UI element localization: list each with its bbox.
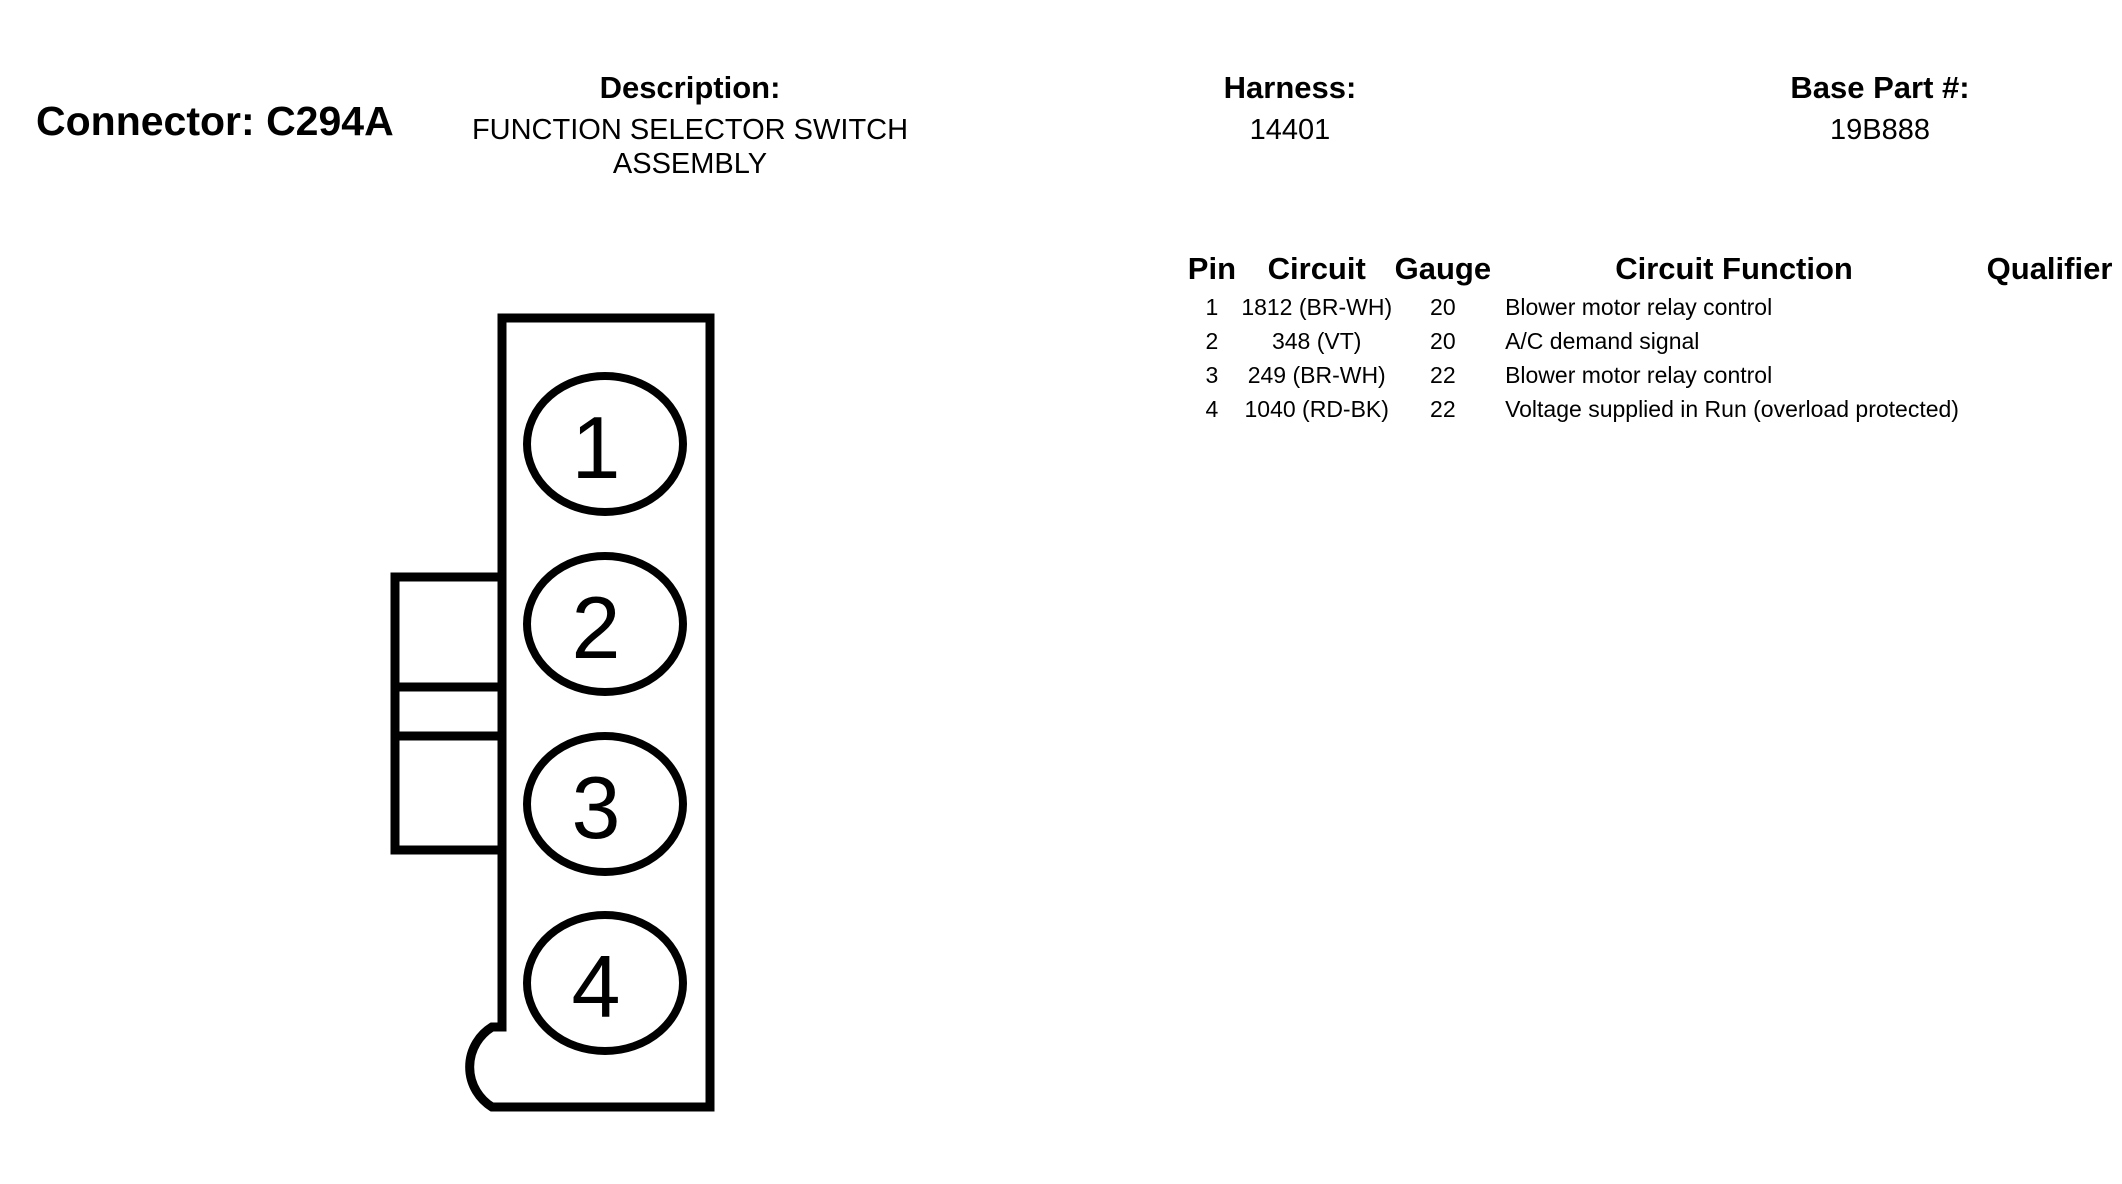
description-label: Description: — [599, 70, 781, 105]
locking-tab — [390, 572, 507, 855]
base-part-label: Base Part #: — [1790, 70, 1970, 105]
header-gauge: Gauge — [1394, 251, 1492, 286]
connector-title: Connector: C294A — [36, 98, 394, 145]
harness-label: Harness: — [1223, 70, 1357, 105]
table-row: 3 249 (BR-WH) 22 Blower motor relay cont… — [1185, 358, 2122, 392]
cell-circuit: 348 (VT) — [1271, 327, 1362, 354]
table-row: 4 1040 (RD-BK) 22 Voltage supplied in Ru… — [1185, 392, 2122, 426]
header-qualifier: Qualifier — [1986, 251, 2113, 286]
table-header-row: Pin Circuit Gauge Circuit Function Quali… — [1185, 248, 2122, 290]
cell-function: Blower motor relay control — [1505, 293, 1773, 320]
cell-gauge: 20 — [1430, 293, 1456, 320]
cell-function: A/C demand signal — [1505, 327, 1700, 354]
cell-circuit: 1812 (BR-WH) — [1241, 293, 1393, 320]
cell-function: Voltage supplied in Run (overload protec… — [1505, 395, 1959, 422]
cell-gauge: 22 — [1430, 361, 1456, 388]
cell-function: Blower motor relay control — [1505, 361, 1773, 388]
connector-id: C294A — [266, 98, 394, 144]
cell-pin: 2 — [1205, 327, 1219, 354]
pin-cavity-1 — [523, 372, 687, 516]
cell-gauge: 22 — [1430, 395, 1456, 422]
description-value: FUNCTION SELECTOR SWITCH ASSEMBLY — [460, 113, 920, 181]
cell-circuit: 1040 (RD-BK) — [1244, 395, 1389, 422]
description-line-1: FUNCTION SELECTOR SWITCH — [471, 114, 909, 146]
pin-number-2: 2 — [572, 578, 621, 677]
harness-value: 14401 — [1249, 114, 1331, 146]
pin-number-1: 1 — [572, 398, 621, 497]
header-circuit-function: Circuit Function — [1615, 251, 1853, 286]
cell-pin: 1 — [1205, 293, 1219, 320]
table-row: 1 1812 (BR-WH) 20 Blower motor relay con… — [1185, 290, 2122, 324]
cell-circuit: 249 (BR-WH) — [1247, 361, 1386, 388]
pin-cavity-3 — [523, 732, 687, 876]
pinout-table: Pin Circuit Gauge Circuit Function Quali… — [1185, 248, 2122, 426]
base-part-value: 19B888 — [1830, 114, 1930, 146]
pin-number-4: 4 — [572, 937, 621, 1036]
table-row: 2 348 (VT) 20 A/C demand signal — [1185, 324, 2122, 358]
cell-pin: 3 — [1205, 361, 1219, 388]
cell-pin: 4 — [1205, 395, 1219, 422]
header-circuit: Circuit — [1267, 251, 1366, 286]
connector-body — [465, 313, 715, 1112]
pin-cavity-2 — [523, 552, 687, 696]
pin-number-3: 3 — [572, 758, 621, 857]
cell-gauge: 20 — [1430, 327, 1456, 354]
connector-label: Connector: — [36, 98, 255, 144]
header-pin: Pin — [1187, 251, 1237, 286]
description-line-2: ASSEMBLY — [612, 148, 768, 180]
pin-cavity-4 — [523, 911, 687, 1055]
